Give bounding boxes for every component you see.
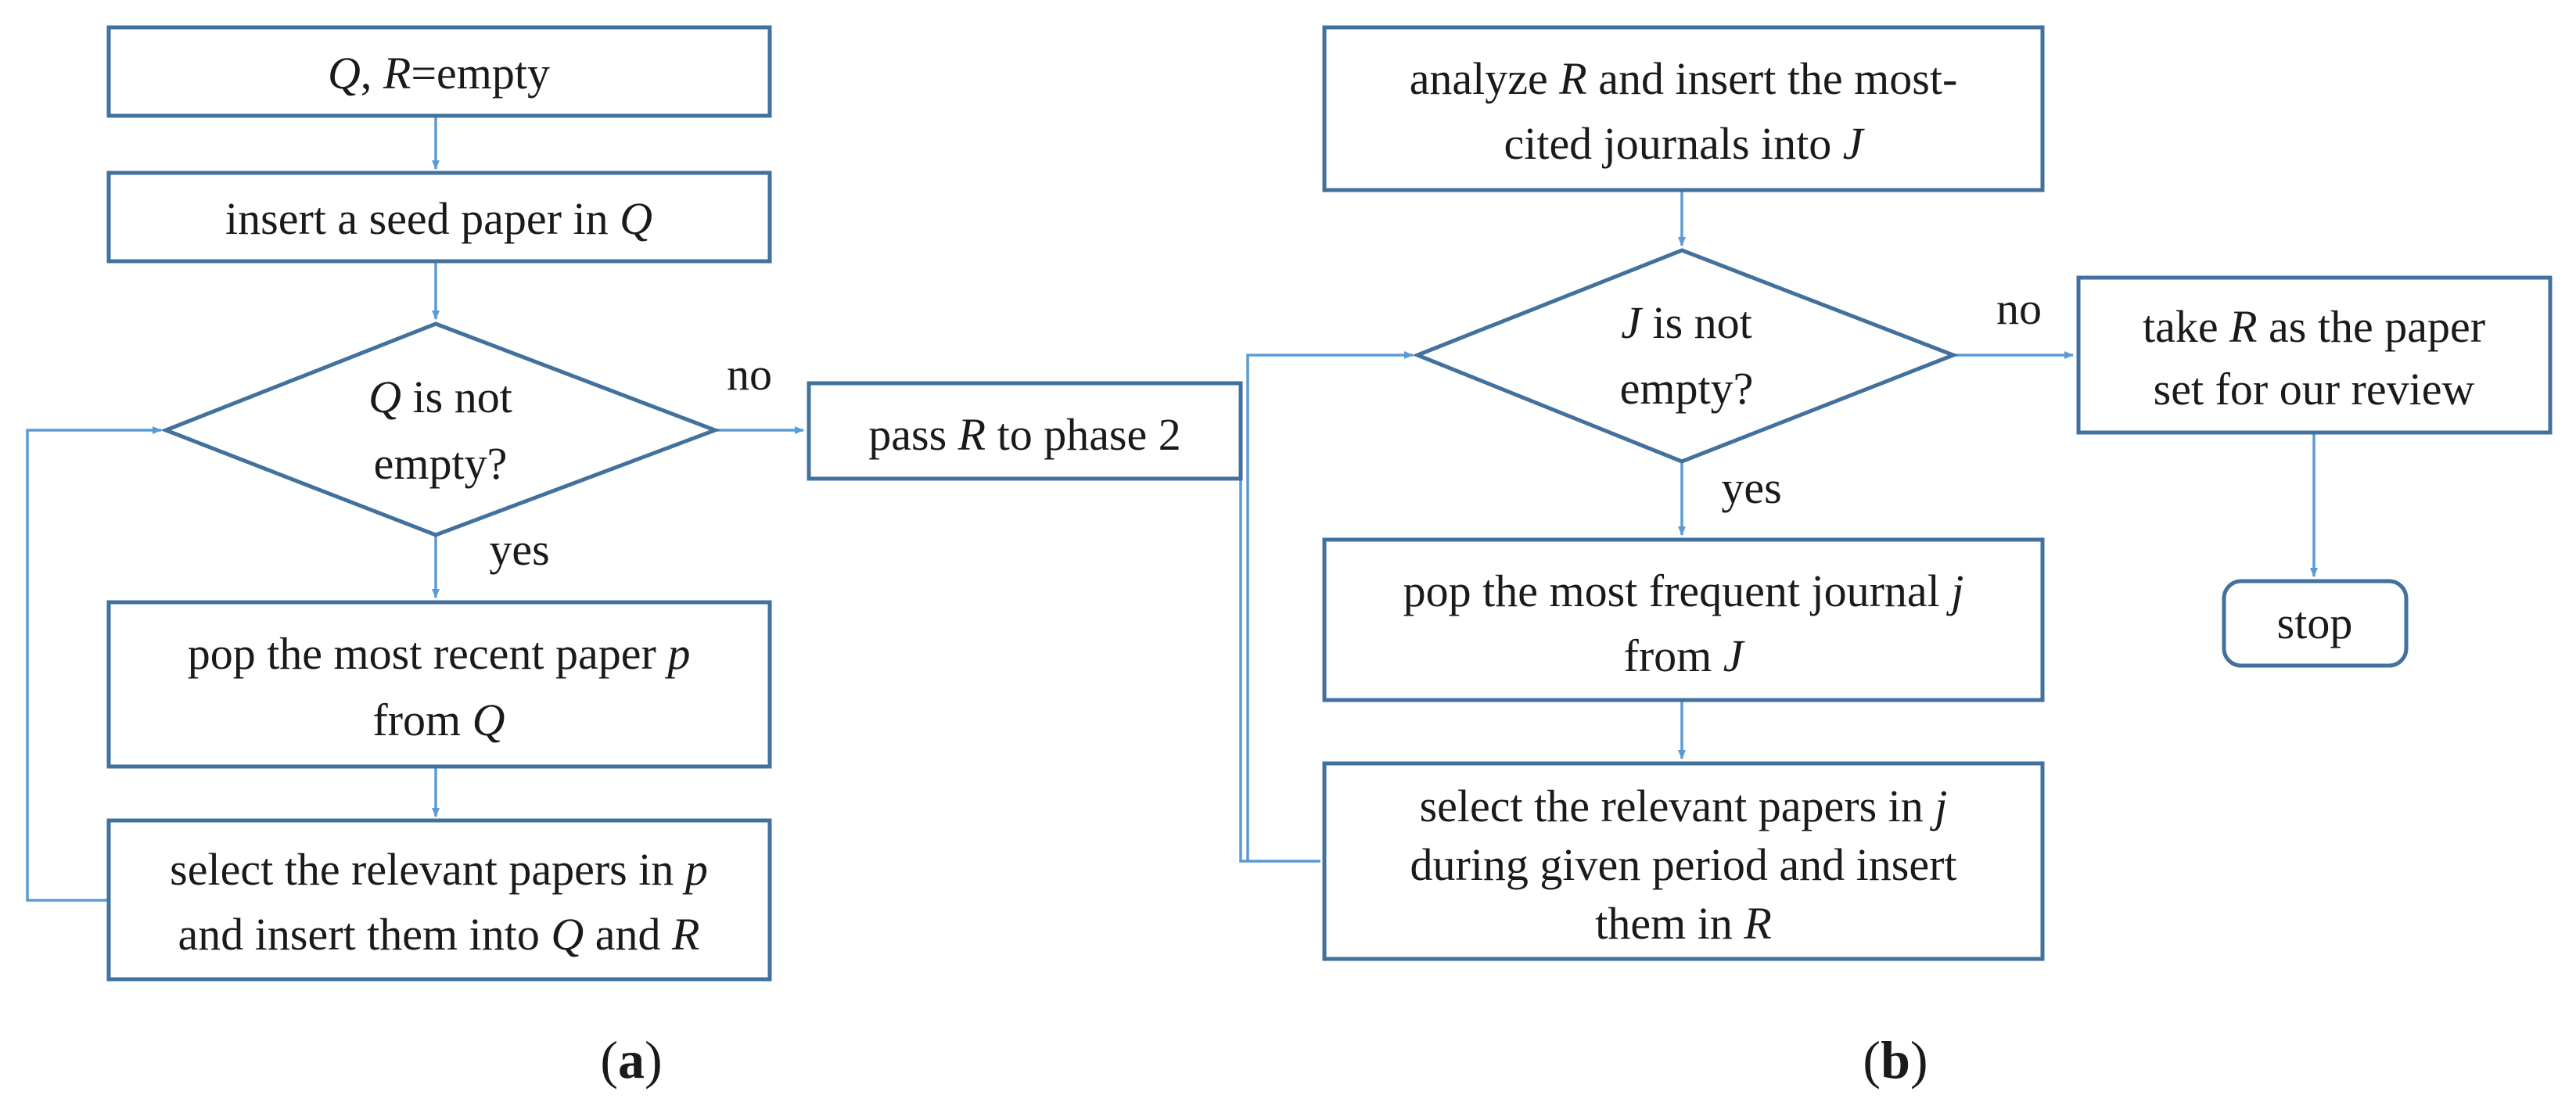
select-relevant-line2: and insert them into Q and R [178, 909, 700, 960]
select-journal-line2: during given period and insert [1410, 839, 1956, 890]
analyze-r-box: analyze R and insert the most- cited jou… [1322, 25, 2045, 192]
select-journal-papers-box: select the relevant papers in j during g… [1322, 761, 2045, 961]
analyze-line2: cited journals into J [1504, 118, 1865, 169]
analyze-line1: analyze R and insert the most- [1410, 53, 1958, 104]
label-yes-b: yes [1721, 462, 1781, 513]
select-journal-line1: select the relevant papers in j [1420, 781, 1948, 831]
init-box: Q, R=empty [106, 25, 772, 118]
decision-q-line2: empty? [374, 438, 508, 489]
pop-journal-line2: from J [1624, 630, 1746, 681]
take-r-line1: take R as the paper [2143, 301, 2485, 352]
phase-a-connectors [26, 116, 804, 902]
insert-seed-box: insert a seed paper in Q [106, 171, 772, 264]
label-yes-a: yes [489, 524, 549, 575]
label-no-a: no [727, 349, 772, 400]
take-r-line2: set for our review [2154, 364, 2475, 415]
pop-journal-line1: pop the most frequent journal j [1403, 565, 1964, 616]
caption-a: (a) [600, 1030, 662, 1090]
select-relevant-line1: select the relevant papers in p [170, 844, 708, 895]
arrow-loop-back [26, 426, 162, 902]
pop-frequent-journal-box: pop the most frequent journal j from J [1322, 537, 2045, 702]
pop-recent-line2: from Q [372, 695, 505, 745]
phase-b: analyze R and insert the most- cited jou… [1322, 25, 2553, 1090]
select-relevant-papers-box: select the relevant papers in p and inse… [106, 818, 772, 982]
take-r-box: take R as the paper set for our review [2076, 275, 2553, 435]
stop-text: stop [2277, 598, 2353, 648]
init-box-text: Q, R=empty [328, 48, 550, 99]
caption-b: (b) [1863, 1030, 1928, 1090]
decision-j-line2: empty? [1620, 363, 1754, 414]
decision-j-line1: J is not [1621, 297, 1752, 348]
pop-recent-line1: pop the most recent paper p [188, 628, 691, 679]
stop-terminal: stop [2222, 579, 2409, 668]
decision-q-line1: Q is not [368, 372, 512, 422]
pass-r-box: pass R to phase 2 [807, 381, 1243, 481]
decision-q-not-empty: Q is not empty? [160, 321, 721, 537]
select-journal-line3: them in R [1595, 898, 1772, 949]
insert-seed-text: insert a seed paper in Q [225, 193, 652, 244]
arrow-phase-b-loop [1246, 351, 1414, 861]
phase-b-connectors [1239, 190, 2318, 863]
arrow-pass-to-decision-b [1239, 479, 1320, 863]
decision-j-not-empty: J is not empty? [1412, 248, 1959, 464]
label-no-b: no [1996, 283, 2042, 334]
phase-a: Q, R=empty insert a seed paper in Q Q is… [106, 25, 1243, 1090]
pass-r-text: pass R to phase 2 [868, 409, 1181, 460]
pop-recent-paper-box: pop the most recent paper p from Q [106, 600, 772, 769]
